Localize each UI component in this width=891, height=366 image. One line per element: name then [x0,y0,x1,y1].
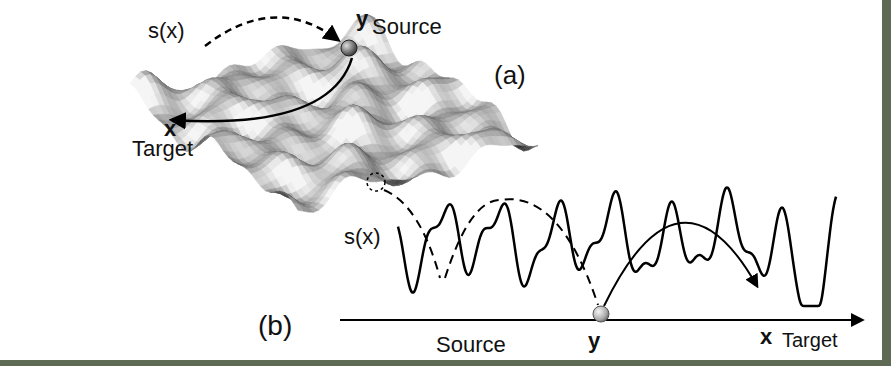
white-panel [0,0,882,360]
surface-facet [214,137,224,144]
landscape-surface [130,14,538,212]
solid-jump-arrow [172,58,352,121]
figure-label: (b) [258,312,292,340]
figure-label: s(x) [148,20,185,42]
surface-facet [149,107,159,116]
figure-label: Target [132,138,193,160]
surface-facet [325,189,335,199]
figure-label: y [356,8,368,30]
source-ball [593,306,609,322]
dashed-curve [384,190,598,305]
figure-label: Target [782,330,838,350]
figure-label: x [164,118,176,140]
figure-label: y [588,330,600,352]
surface-facet [419,171,429,174]
dashed-jump-arrow [205,17,338,46]
jump-arc-arrow [604,223,757,306]
source-ball [341,40,357,56]
surface-facet [228,157,238,163]
figure-label: Source [372,16,442,38]
surface-facet [330,181,340,190]
landscape-curve [398,187,836,306]
surface-facet [238,163,248,166]
figure-label: (a) [494,62,526,88]
figure-label: s(x) [344,226,381,248]
surface-facet [293,203,303,211]
surface-facet [195,139,205,147]
dashed-ball [367,173,385,191]
figure-label: Source [436,334,506,356]
figure-label: x [760,326,772,348]
